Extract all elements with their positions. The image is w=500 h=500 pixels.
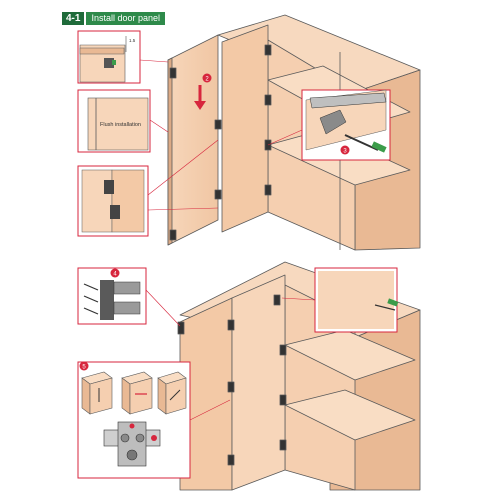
step-marker-2: 2 — [202, 73, 212, 83]
step-title: Install door panel — [86, 12, 165, 25]
callout-gap-detail: 1.5 — [77, 30, 169, 84]
step-number: 4-1 — [62, 12, 85, 25]
down-arrow-icon — [194, 85, 206, 110]
step-marker-3: 3 — [343, 149, 347, 155]
callout-flush-installation: Flush installation — [77, 89, 169, 153]
measure-small: 1.5 — [129, 38, 136, 43]
callout-hinge-mounting: 3 — [267, 89, 391, 161]
callout-adjustment-diagram: 5 — [77, 361, 231, 479]
step-header: 4-1 Install door panel — [62, 12, 165, 25]
flush-installation-label: Flush installation — [100, 122, 141, 128]
callout-hinge-screws: 4 — [77, 267, 181, 327]
callout-screwdriver-detail — [281, 267, 399, 333]
callout-hinge-detail — [77, 139, 219, 237]
step-marker-4: 4 — [113, 272, 117, 278]
svg-text:2: 2 — [205, 77, 209, 83]
step-marker-5: 5 — [82, 365, 86, 371]
